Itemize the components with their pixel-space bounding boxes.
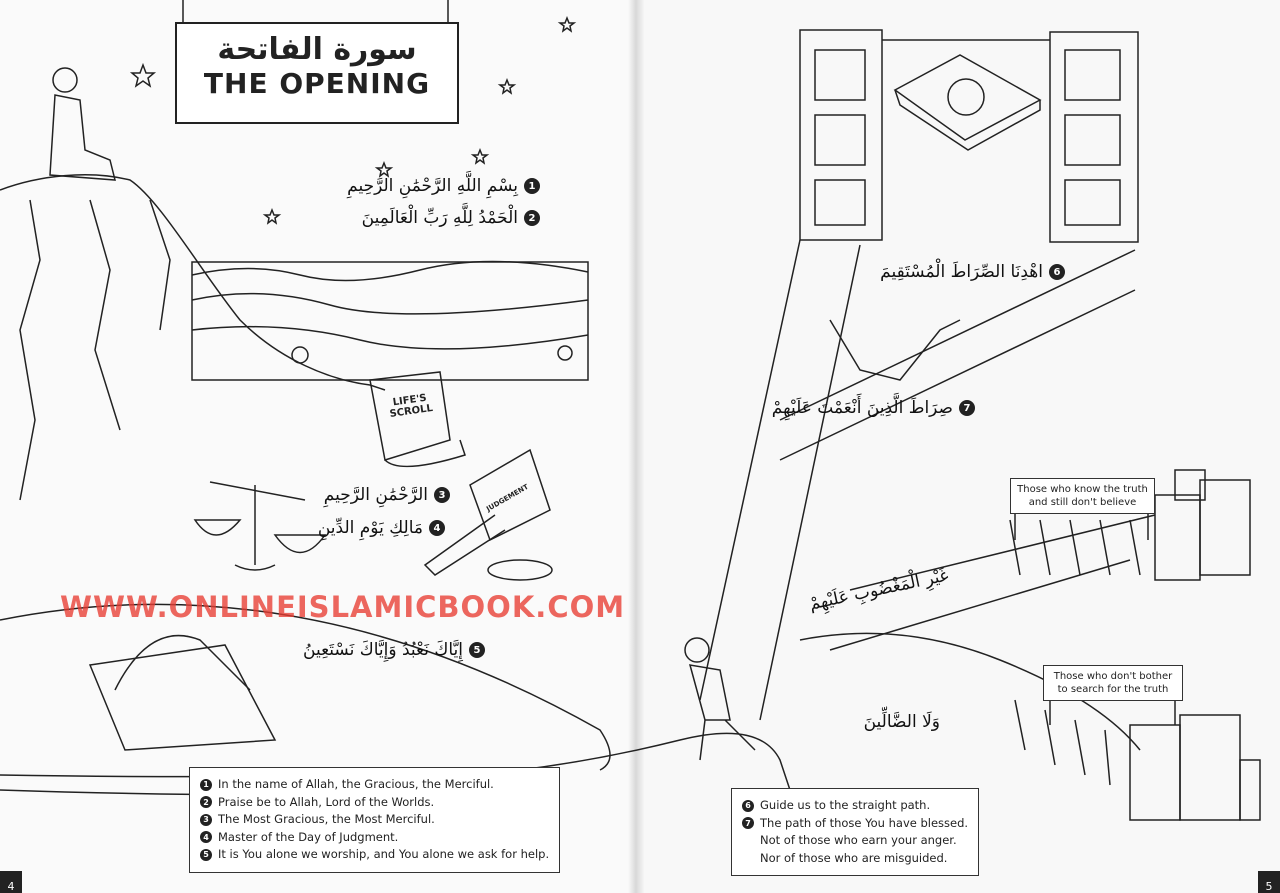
verse-number: 6	[1049, 264, 1065, 280]
people-group-anger	[1009, 519, 1141, 576]
translation-row: 6 Guide us to the straight path.	[742, 797, 968, 815]
verse-text: الرَّحْمَٰنِ الرَّحِيمِ	[323, 485, 428, 505]
verse-number: 6	[742, 799, 754, 812]
cliff-cracks	[19, 199, 171, 501]
verse-number: 7	[742, 817, 754, 830]
right-page	[636, 0, 1280, 893]
verse-7-misguided: وَلَا الضَّالِّينَ	[864, 712, 940, 732]
verse-2: 2 الْحَمْدُ لِلَّهِ رَبِّ الْعَالَمِينَ	[362, 208, 540, 228]
translation-text: The Most Gracious, the Most Merciful.	[218, 812, 435, 826]
verse-7: 7 صِرَاطَ الَّذِينَ أَنْعَمْتَ عَلَيْهِمْ	[772, 398, 975, 418]
translation-text: The path of those You have blessed.	[760, 815, 969, 830]
translation-text: It is You alone we worship, and You alon…	[218, 847, 550, 861]
translation-row: 4 Master of the Day of Judgment.	[200, 829, 549, 847]
people-group-misguided	[1014, 699, 1111, 786]
scales-drawing	[193, 481, 327, 571]
translation-text: Nor of those who are misguided.	[760, 850, 948, 865]
translation-row: 2 Praise be to Allah, Lord of the Worlds.	[200, 794, 549, 812]
title-arabic: سورة الفاتحة	[217, 32, 417, 67]
verse-number: 2	[524, 210, 540, 226]
verse-number: 1	[524, 178, 540, 194]
translation-row: 1 In the name of Allah, the Gracious, the…	[200, 776, 549, 794]
verse-number: 5	[469, 642, 485, 658]
open-doors-drawing	[799, 29, 1139, 243]
verse-text: الْحَمْدُ لِلَّهِ رَبِّ الْعَالَمِينَ	[361, 208, 518, 228]
verse-4: 4 مَالِكِ يَوْمِ الدِّينِ	[318, 518, 445, 538]
walking-girl	[684, 637, 756, 761]
prayer-mat	[88, 644, 277, 751]
verse-number: 3	[434, 487, 450, 503]
verse-text: صِرَاطَ الَّذِينَ أَنْعَمْتَ عَلَيْهِمْ	[771, 398, 953, 418]
left-page	[0, 0, 636, 893]
verse-5: 5 إِيَّاكَ نَعْبُدُ وَإِيَّاكَ نَسْتَعِين…	[303, 640, 485, 660]
verse-number: 1	[200, 778, 212, 791]
title-sign: سورة الفاتحة THE OPENING	[175, 22, 459, 124]
verse-text: وَلَا الضَّالِّينَ	[863, 712, 940, 732]
buildings-upper	[1154, 469, 1251, 581]
verse-number: 3	[200, 813, 212, 826]
translation-text: Master of the Day of Judgment.	[218, 829, 399, 844]
hill	[0, 603, 611, 771]
translation-row: Not of those who earn your anger.	[742, 832, 968, 850]
stars	[129, 15, 577, 225]
sign-anger: Those who know the truth and still don't…	[1010, 478, 1155, 514]
translation-box-left: 1 In the name of Allah, the Gracious, the…	[189, 767, 561, 873]
translation-row: 7 The path of those You have blessed.	[742, 815, 968, 833]
verse-text: مَالِكِ يَوْمِ الدِّينِ	[317, 518, 423, 538]
praying-girl	[49, 67, 116, 181]
gavel-drawing	[423, 448, 553, 581]
people-group-straight-path	[829, 319, 961, 381]
translation-row: 3 The Most Gracious, the Most Merciful.	[200, 811, 549, 829]
book-gutter	[628, 0, 644, 893]
prostrating-woman	[114, 634, 251, 691]
title-english: THE OPENING	[203, 67, 431, 100]
verse-text: اهْدِنَا الصِّرَاطَ الْمُسْتَقِيمَ	[880, 262, 1043, 282]
verse-1: 1 بِسْمِ اللَّهِ الرَّحْمَٰنِ الرَّحِيمِ	[347, 176, 540, 196]
landscape	[191, 260, 589, 381]
watermark: WWW.ONLINEISLAMICBOOK.COM	[60, 590, 626, 624]
lifes-scroll-drawing	[369, 371, 466, 468]
page-number-right: 5	[1258, 871, 1280, 893]
verse-text: إِيَّاكَ نَعْبُدُ وَإِيَّاكَ نَسْتَعِينُ	[303, 640, 463, 660]
diverging-paths	[699, 239, 1156, 721]
buildings-lower	[1129, 714, 1261, 821]
verse-number: 2	[200, 796, 212, 809]
verse-number: 5	[200, 848, 212, 861]
quran-book-drawing	[893, 54, 1042, 151]
cliff-edge	[0, 174, 386, 391]
translation-text: In the name of Allah, the Gracious, the …	[218, 777, 494, 791]
verse-text: بِسْمِ اللَّهِ الرَّحْمَٰنِ الرَّحِيمِ	[347, 176, 518, 196]
verse-number: 4	[200, 831, 212, 844]
translation-text: Praise be to Allah, Lord of the Worlds.	[218, 794, 435, 809]
translation-text: Guide us to the straight path.	[760, 798, 931, 812]
translation-row: 5 It is You alone we worship, and You alo…	[200, 846, 549, 864]
translation-box-right: 6 Guide us to the straight path. 7 The pat…	[731, 788, 980, 876]
page-number-left: 4	[0, 871, 22, 893]
verse-number: 7	[959, 400, 975, 416]
verse-3: 3 الرَّحْمَٰنِ الرَّحِيمِ	[324, 485, 450, 505]
verse-6: 6 اهْدِنَا الصِّرَاطَ الْمُسْتَقِيمَ	[880, 262, 1065, 282]
sign-misguided: Those who don't bother to search for the…	[1043, 665, 1183, 701]
translation-text: Not of those who earn your anger.	[760, 833, 957, 847]
translation-row: Nor of those who are misguided.	[742, 850, 968, 868]
verse-number: 4	[429, 520, 445, 536]
